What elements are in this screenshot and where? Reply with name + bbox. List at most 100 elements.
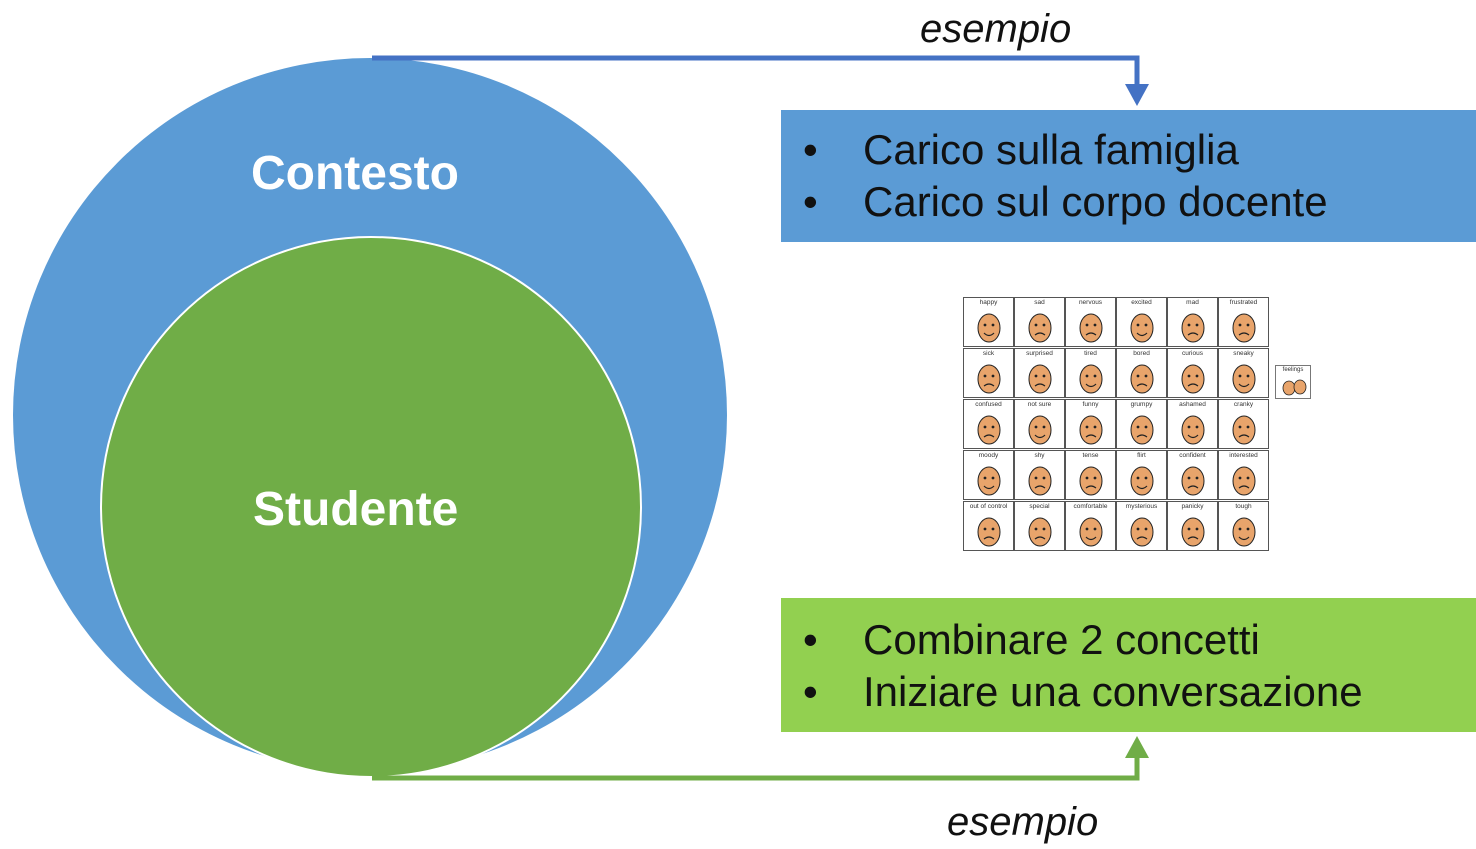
face-pictogram-icon (1079, 415, 1103, 445)
feelings-board-cell-label: sad (1034, 299, 1045, 306)
feelings-board-cell-label: sick (982, 350, 995, 357)
list-item: •Iniziare una conversazione (803, 666, 1476, 718)
face-pictogram-icon (1028, 415, 1052, 445)
feelings-board-cell: tough (1218, 501, 1269, 551)
feelings-board-cell: bored (1116, 348, 1167, 398)
feelings-board-cell-label: sneaky (1233, 350, 1254, 357)
feelings-board-cell: surprised (1014, 348, 1065, 398)
feelings-board-cell: funny (1065, 399, 1116, 449)
contesto-label: Contesto (251, 147, 459, 200)
feelings-board-cell-label: funny (1082, 401, 1099, 408)
face-pictogram-icon (1079, 517, 1103, 547)
feelings-board-cell-label: confident (1179, 452, 1206, 459)
feelings-board-cell: excited (1116, 297, 1167, 347)
face-pictogram-icon (1079, 364, 1103, 394)
feelings-board-cell-label: ashamed (1179, 401, 1206, 408)
feelings-board-cell: sneaky (1218, 348, 1269, 398)
bottom-connector-line (372, 756, 1140, 781)
list-item-text: Carico sulla famiglia (863, 126, 1239, 173)
feelings-category-label: feelings (1282, 367, 1304, 373)
top-connector-arrowhead (1125, 84, 1149, 106)
feelings-board-cell: sick (963, 348, 1014, 398)
face-pictogram-icon (977, 364, 1001, 394)
face-pictogram-icon (1130, 517, 1154, 547)
feelings-board-cell: frustrated (1218, 297, 1269, 347)
feelings-board-cell-label: comfortable (1073, 503, 1108, 510)
face-pictogram-icon (1181, 466, 1205, 496)
feelings-board-cell: ashamed (1167, 399, 1218, 449)
face-pictogram-icon (1028, 364, 1052, 394)
feelings-board-cell-label: not sure (1027, 401, 1052, 408)
feelings-board-cell-label: panicky (1181, 503, 1204, 510)
top-example-box: • Carico sulla famiglia • Carico sul corpo… (781, 110, 1476, 242)
face-pictogram-icon (977, 517, 1001, 547)
face-pictogram-icon (1232, 313, 1256, 343)
face-pictogram-icon (1130, 313, 1154, 343)
feelings-board-cell-label: frustrated (1229, 299, 1258, 306)
face-pictogram-icon (1232, 415, 1256, 445)
bullet: • (803, 668, 818, 715)
feelings-board-cell: shy (1014, 450, 1065, 500)
bullet: • (803, 616, 818, 663)
top-example-label: esempio (920, 7, 1072, 51)
bullet: • (803, 126, 818, 173)
face-pictogram-icon (1130, 364, 1154, 394)
feelings-board-cell: tired (1065, 348, 1116, 398)
face-pictogram-icon (1028, 466, 1052, 496)
feelings-board-cell: special (1014, 501, 1065, 551)
feelings-board-cell: interested (1218, 450, 1269, 500)
feelings-board-cell: grumpy (1116, 399, 1167, 449)
list-item-text: Carico sul corpo docente (863, 178, 1328, 225)
face-pictogram-icon (1232, 466, 1256, 496)
feelings-board-cell: mad (1167, 297, 1218, 347)
feelings-board-cell-label: tired (1084, 350, 1097, 357)
feelings-board-cell: curious (1167, 348, 1218, 398)
bullet: • (803, 178, 818, 225)
face-pictogram-icon (977, 313, 1001, 343)
feelings-board-cell-label: curious (1182, 350, 1203, 357)
feelings-faces-icon (1282, 379, 1307, 396)
studente-label: Studente (253, 483, 459, 536)
feelings-board-cell: mysterious (1116, 501, 1167, 551)
feelings-board-cell-label: happy (979, 299, 998, 306)
feelings-board-cell-label: surprised (1026, 350, 1053, 357)
feelings-board-cell: nervous (1065, 297, 1116, 347)
feelings-board-cell: confused (963, 399, 1014, 449)
face-pictogram-icon (1232, 364, 1256, 394)
face-pictogram-icon (1181, 517, 1205, 547)
feelings-board-cell-label: cranky (1233, 401, 1254, 408)
bottom-example-label: esempio (947, 800, 1099, 844)
feelings-board-cell-label: mad (1186, 299, 1199, 306)
studente-circle (100, 236, 642, 778)
feelings-board-cell-label: flirt (1137, 452, 1146, 459)
face-pictogram-icon (1130, 415, 1154, 445)
feelings-board-cell-label: special (1029, 503, 1050, 510)
feelings-board-cell-label: shy (1034, 452, 1045, 459)
bottom-connector-arrowhead (1125, 736, 1149, 758)
feelings-board-cell: not sure (1014, 399, 1065, 449)
feelings-board-cell-label: out of control (969, 503, 1008, 510)
bottom-example-box: •Combinare 2 concetti •Iniziare una conv… (781, 598, 1476, 732)
top-connector-line (372, 55, 1140, 86)
feelings-board-cell-label: confused (975, 401, 1002, 408)
feelings-board-cell-label: moody (978, 452, 999, 459)
face-pictogram-icon (977, 466, 1001, 496)
face-pictogram-icon (977, 415, 1001, 445)
face-pictogram-icon (1181, 313, 1205, 343)
face-pictogram-icon (1028, 313, 1052, 343)
feelings-board-cell: flirt (1116, 450, 1167, 500)
feelings-board-cell-label: bored (1133, 350, 1150, 357)
feelings-board-cell: happy (963, 297, 1014, 347)
feelings-board-cell: tense (1065, 450, 1116, 500)
feelings-board-cell-label: interested (1229, 452, 1258, 459)
feelings-board-cell: comfortable (1065, 501, 1116, 551)
feelings-board-cell: sad (1014, 297, 1065, 347)
face-pictogram-icon (1079, 466, 1103, 496)
face-pictogram-icon (1232, 517, 1256, 547)
feelings-board-cell: out of control (963, 501, 1014, 551)
feelings-board-cell: confident (1167, 450, 1218, 500)
top-box-list: • Carico sulla famiglia • Carico sul corpo… (803, 124, 1476, 228)
feelings-category-cell: feelings (1275, 365, 1311, 399)
